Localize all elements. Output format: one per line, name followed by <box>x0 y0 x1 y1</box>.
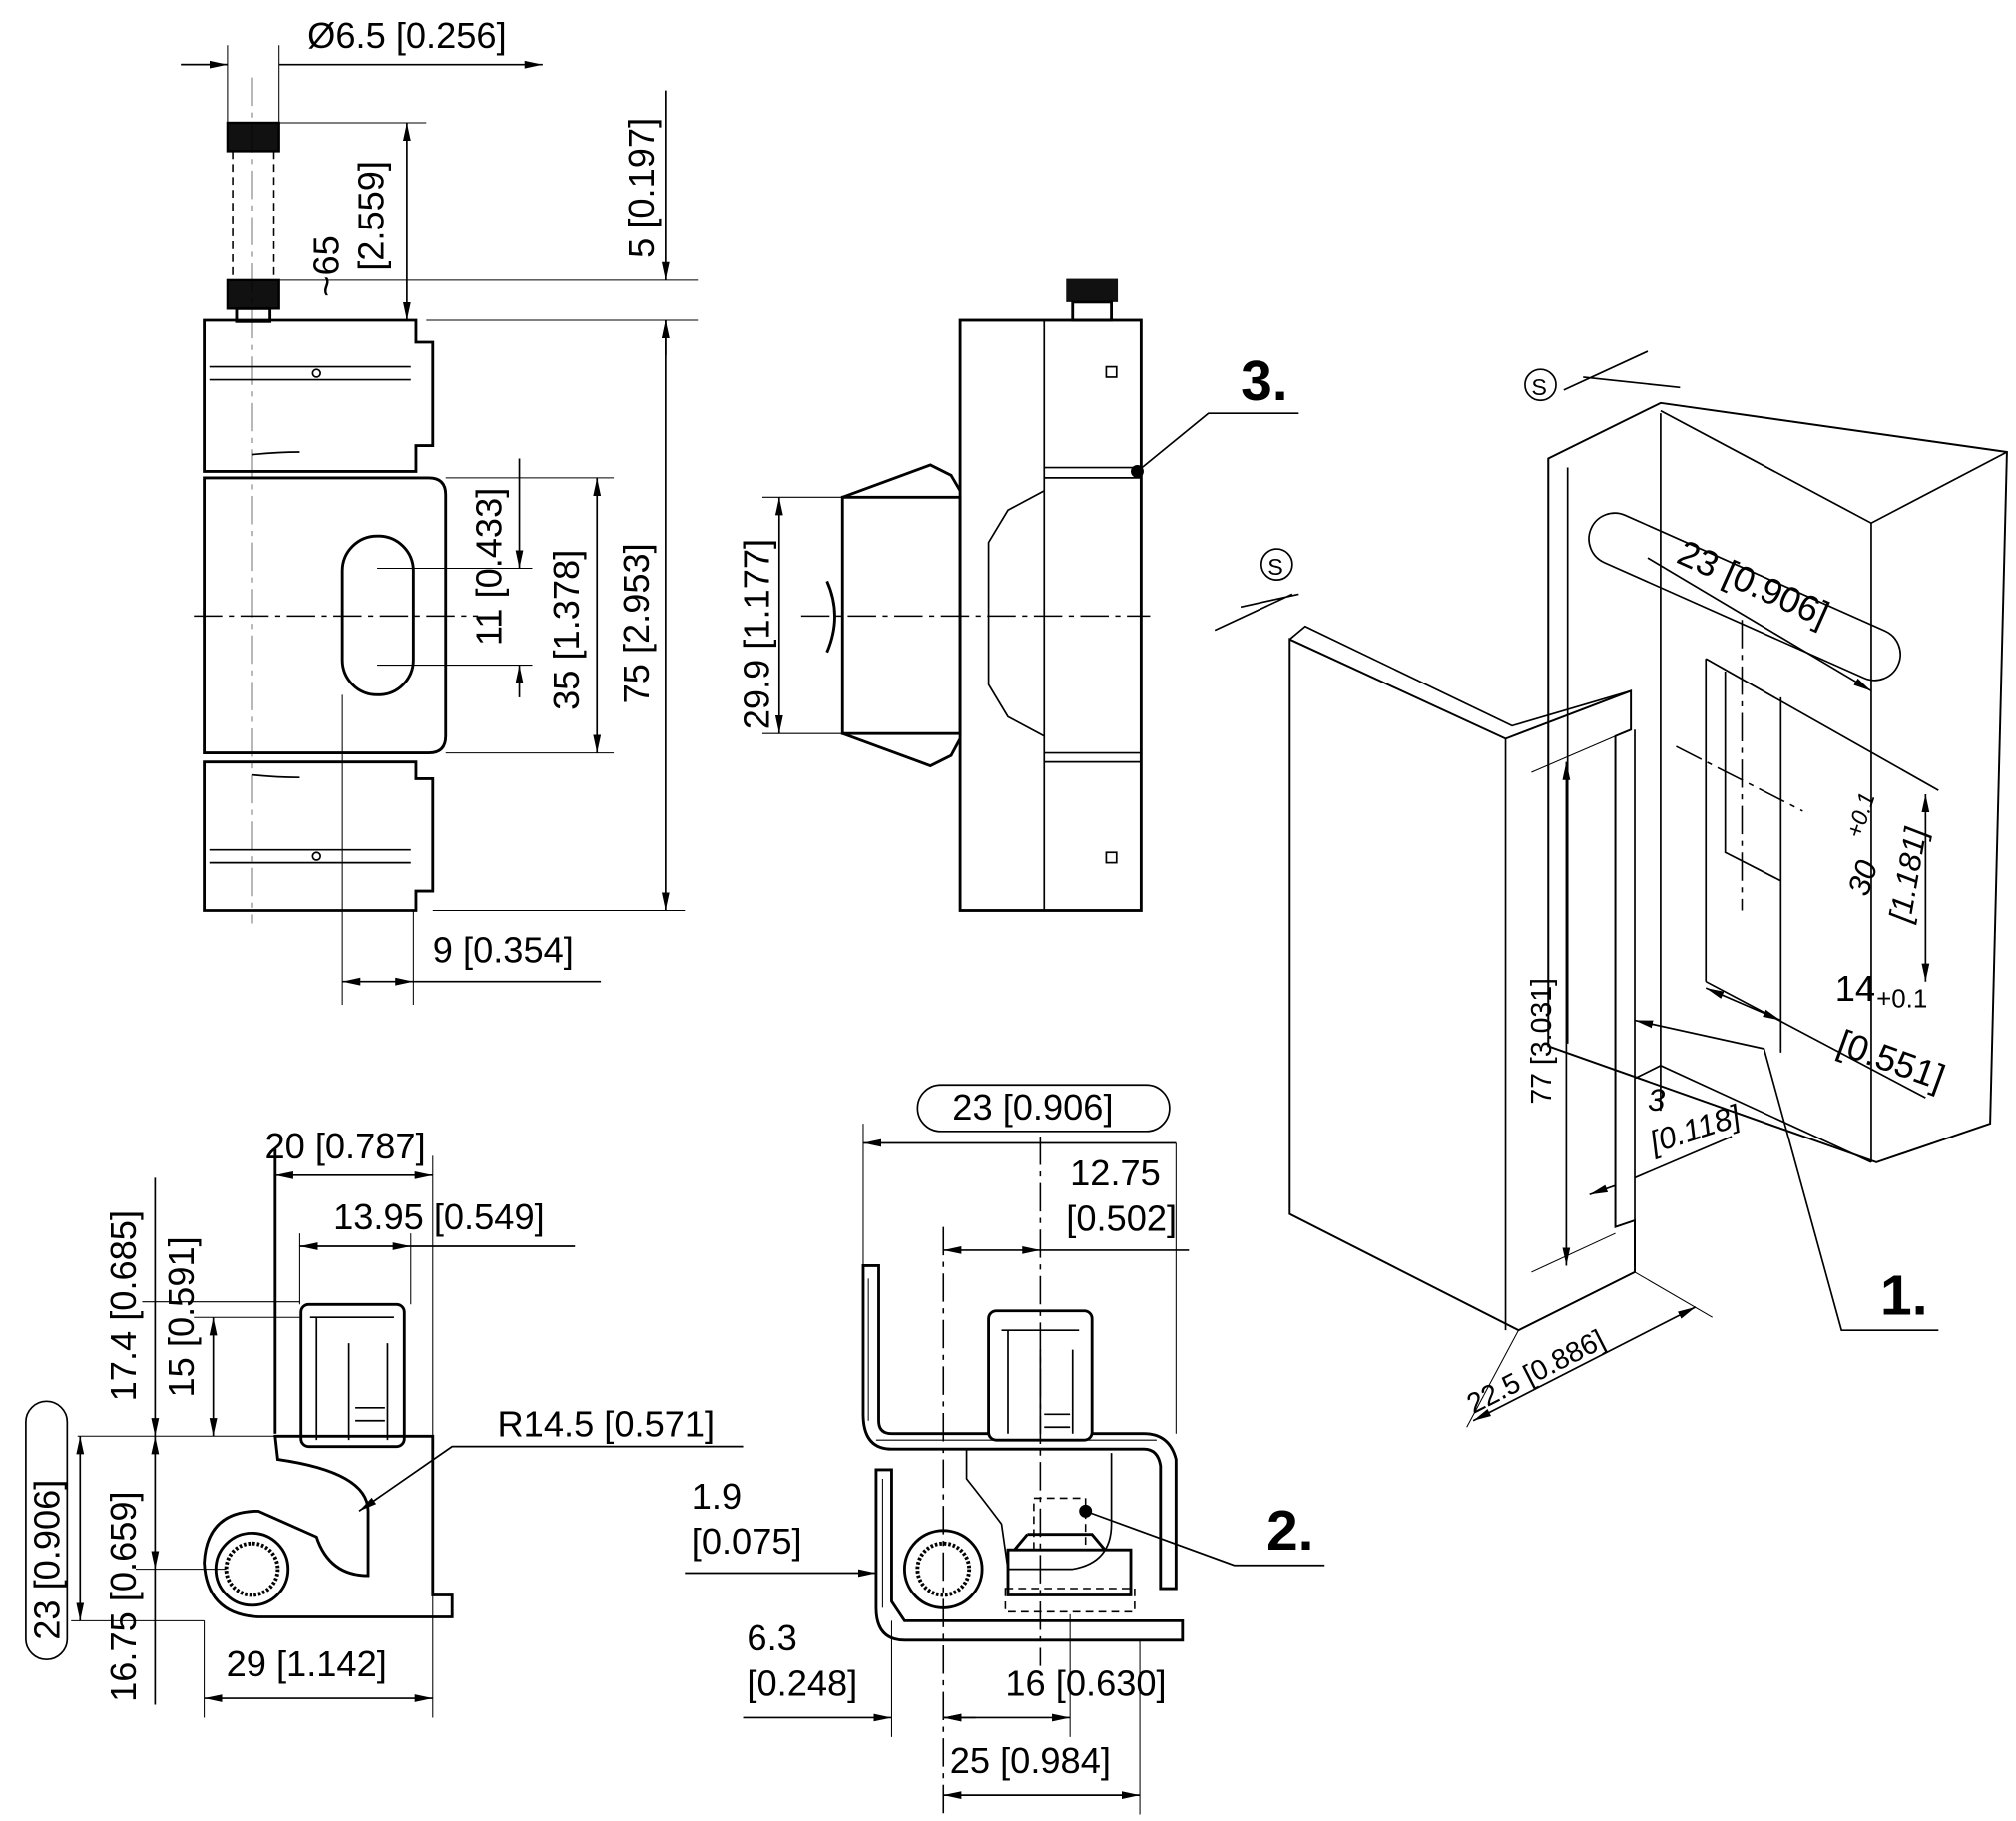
callout-2: 2. <box>1266 1499 1314 1563</box>
dim-radius: R14.5 [0.571] <box>498 1403 716 1444</box>
dim-a-mm: 6.3 <box>747 1617 796 1658</box>
dim-cut-width: 14 <box>1835 968 1875 1009</box>
s-symbol-upper: S <box>1531 374 1547 400</box>
s-symbol-lower: S <box>1267 554 1283 580</box>
dim-cut-height-tol: +0.1 <box>1841 789 1880 841</box>
dim-slot: 11 [0.433] <box>468 488 509 646</box>
dim-height: 29.9 [1.177] <box>736 539 776 729</box>
dim-h-axis: 16.75 [0.659] <box>103 1491 144 1702</box>
dim-offset-in: [0.502] <box>1066 1197 1177 1238</box>
dim-thickness-in: [0.075] <box>692 1521 802 1562</box>
dim-width-top: 20 [0.787] <box>264 1126 425 1166</box>
dim-cut-offset: 23 [0.906] <box>1672 532 1835 635</box>
dim-gap: 3 <box>1648 1083 1665 1118</box>
side-view-hinge: 29.9 [1.177] 3. <box>736 278 1299 912</box>
isometric-cabinet-view: S S 23 [0.906] 30 +0.1 [1.181] 14 +0.1 [… <box>1214 350 2008 1428</box>
dim-thickness-mm: 1.9 <box>692 1476 742 1517</box>
dim-a-in: [0.248] <box>747 1662 857 1703</box>
dim-pin-length: ~65 <box>305 235 346 296</box>
dim-h2: 15 [0.591] <box>161 1236 202 1397</box>
dim-cut-height: 30 <box>1840 855 1884 899</box>
dim-width-boxed: 23 [0.906] <box>952 1087 1113 1128</box>
dim-c: 25 [0.984] <box>950 1740 1111 1781</box>
dim-offset-mm: 12.75 <box>1070 1152 1161 1193</box>
dim-pin-offset: 5 [0.197] <box>621 118 662 258</box>
top-view-hinge: 20 [0.787] 13.95 [0.549] 17.4 [0.685] 15… <box>25 1126 744 1718</box>
dim-diameter: Ø6.5 [0.256] <box>307 15 506 56</box>
dim-flange-height: 77 [3.031] <box>1526 978 1558 1105</box>
dim-b: 16 [0.630] <box>1005 1662 1166 1703</box>
dim-offset: 9 [0.354] <box>433 929 574 970</box>
dim-cut-width-in: [0.551] <box>1832 1022 1950 1098</box>
dim-width: 29 [1.142] <box>227 1643 387 1684</box>
front-view-hinge: Ø6.5 [0.256] ~65 [2.559] 5 [0.197] 75 [2… <box>181 15 699 1005</box>
dim-cut-width-tol: +0.1 <box>1876 986 1927 1014</box>
dim-depth: 22.5 [0.886] <box>1462 1324 1611 1421</box>
dim-h-total: 23 [0.906] <box>27 1480 68 1640</box>
callout-1: 1. <box>1880 1264 1928 1328</box>
dim-mid-height: 35 [1.378] <box>546 550 587 710</box>
callout-3: 3. <box>1241 349 1288 413</box>
dim-pin-length-in: [2.559] <box>351 161 392 271</box>
dim-total-height: 75 [2.953] <box>616 543 657 703</box>
dim-width-inner: 13.95 [0.549] <box>333 1196 545 1237</box>
mounted-section-view: 2. 23 [0.906] 12.75 [0.502] 1.9 [0.075] … <box>685 1084 1325 1815</box>
dim-h1: 17.4 [0.685] <box>103 1210 144 1401</box>
